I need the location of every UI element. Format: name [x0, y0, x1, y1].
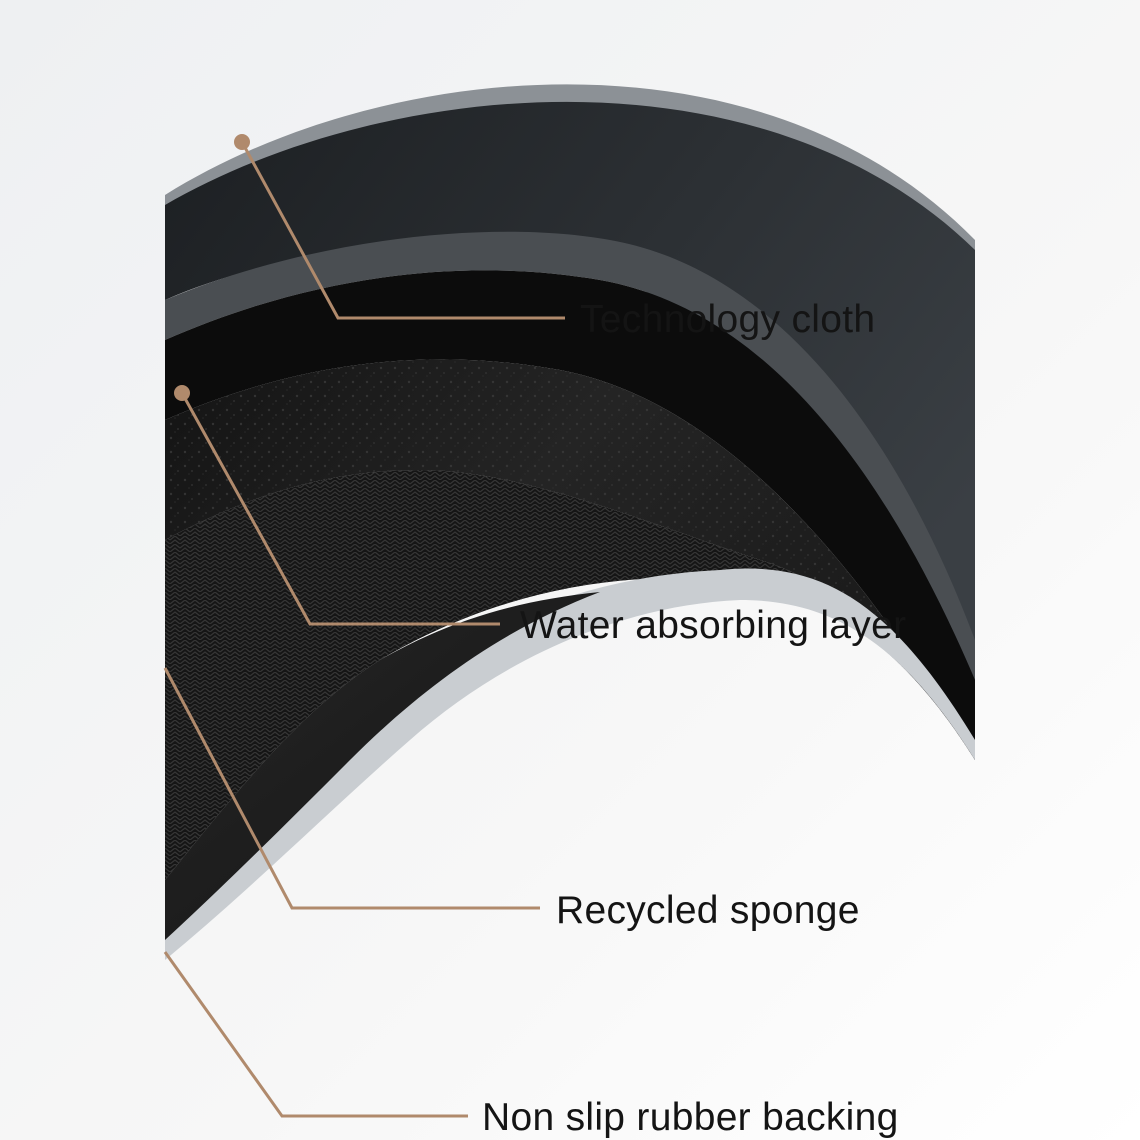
foam-texture [165, 359, 975, 760]
leader-dot-technology-cloth [234, 134, 250, 150]
callouts [163, 141, 565, 1118]
leader-line-technology-cloth [240, 141, 565, 320]
label-water-absorbing-layer: Water absorbing layer [520, 604, 906, 647]
label-non-slip-rubber-backing: Non slip rubber backing [482, 1096, 899, 1139]
rubber-backing [165, 592, 600, 940]
leader-dot-water-absorbing-layer [174, 385, 190, 401]
sponge-band [165, 270, 975, 760]
label-technology-cloth: Technology cloth [580, 298, 875, 341]
technology-cloth-edge [165, 231, 975, 680]
technology-cloth-surface [165, 101, 975, 761]
leader-line-non-slip-rubber-backing [163, 951, 468, 1118]
leader-line-water-absorbing-layer [180, 392, 500, 626]
label-recycled-sponge: Recycled sponge [556, 889, 860, 932]
leader-line-recycled-sponge [163, 667, 540, 910]
